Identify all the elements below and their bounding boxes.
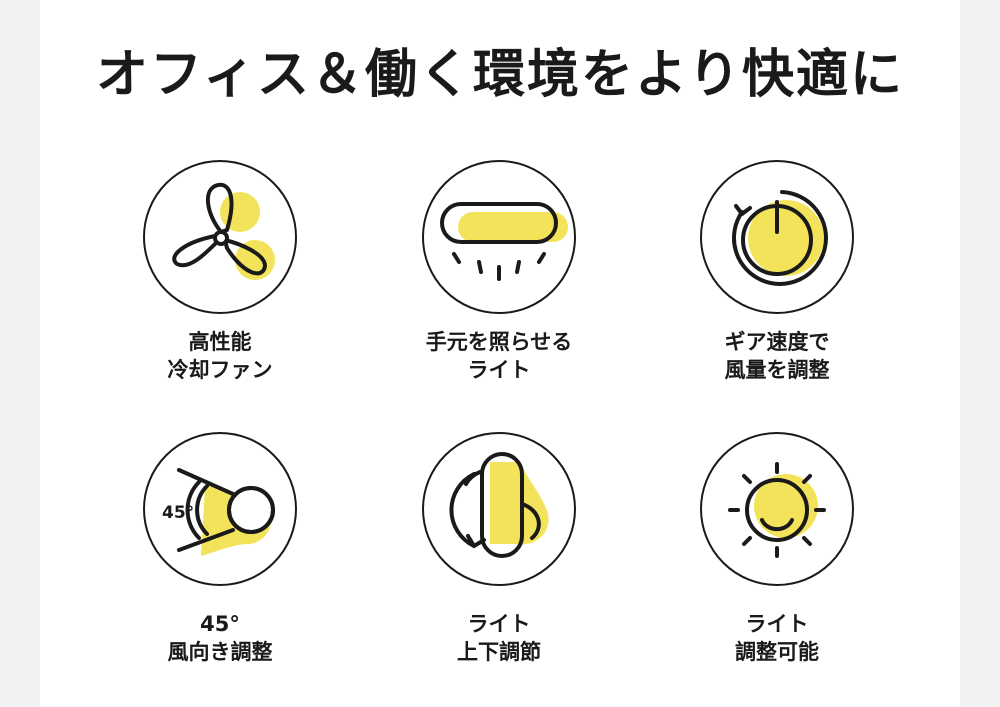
feature-label: ギア速度で 風量を調整 — [724, 330, 830, 382]
desk-light-icon — [422, 160, 576, 314]
feature-label: 手元を照らせる ライト — [425, 330, 573, 382]
fan-icon — [143, 160, 297, 314]
angle-fan-icon: 45° — [143, 432, 297, 586]
sun-brightness-icon — [700, 432, 854, 586]
feature-label: 高性能 冷却ファン — [167, 330, 273, 382]
speed-dial-icon — [700, 160, 854, 314]
page: オフィス＆働く環境をより快適に 高性能 冷却ファン — [40, 0, 960, 707]
svg-text:45°: 45° — [162, 503, 194, 523]
page-title: オフィス＆働く環境をより快適に — [96, 45, 904, 105]
feature-label: ライト 調整可能 — [735, 612, 819, 664]
feature-label: 45° 風向き調整 — [167, 612, 273, 664]
light-rotate-icon — [422, 432, 576, 586]
feature-label: ライト 上下調節 — [457, 612, 541, 664]
